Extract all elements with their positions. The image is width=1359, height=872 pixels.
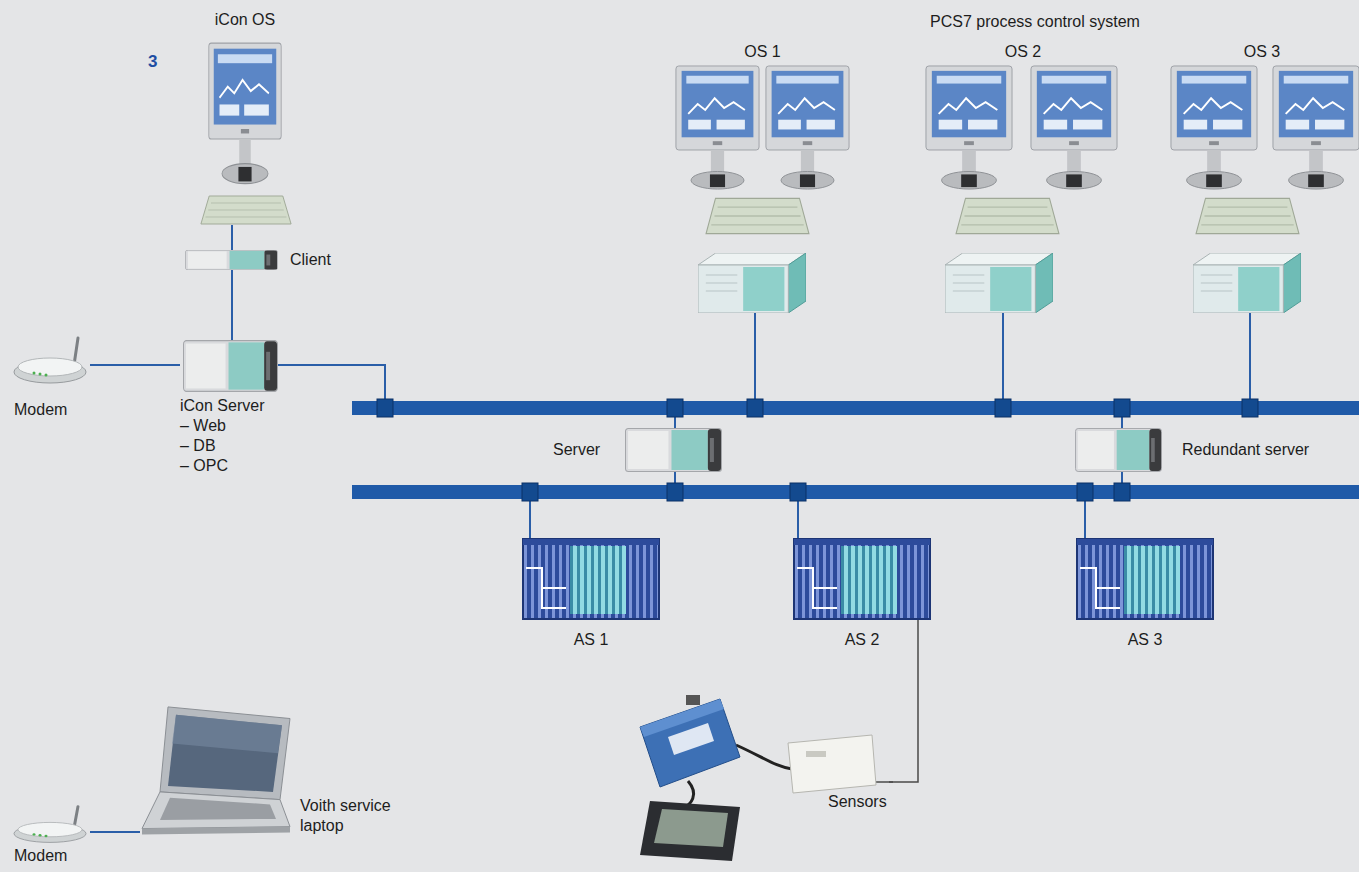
keyboard-icon: [706, 198, 809, 233]
pc-icon: [945, 253, 1053, 313]
monitor-icon: [1171, 66, 1257, 189]
server: Server: [548, 428, 724, 472]
modem: Modem: [10, 330, 90, 422]
laptop-icon: [142, 707, 290, 834]
node-label: – Web: [180, 416, 226, 436]
monitor-icon: [766, 66, 849, 189]
node-label: OS 2: [1005, 42, 1041, 62]
monitor-icon: [209, 43, 281, 184]
callout-number: 3: [148, 52, 168, 72]
automation-system: AS 1: [520, 536, 662, 652]
node-label: Modem: [14, 846, 67, 866]
sensors: Sensors: [628, 690, 889, 868]
bus-line: [352, 485, 1359, 499]
rack-icon: [523, 539, 659, 619]
bus-wires: [232, 225, 1250, 538]
rack-icon: [1077, 539, 1213, 619]
keyboard-icon: [201, 196, 291, 224]
operator-station: OS 1: [670, 38, 855, 318]
rack-icon: [794, 539, 930, 619]
system-title: PCS7 process control system: [905, 12, 1165, 32]
node-label: Client: [290, 250, 331, 270]
node-label: iCon Server: [180, 396, 264, 416]
sensors-icon: [640, 695, 876, 861]
monitor-icon: [926, 66, 1012, 189]
server-icon: [183, 341, 277, 392]
node-label: OS 3: [1244, 42, 1280, 62]
node-label: Modem: [14, 400, 67, 420]
modem-icon: [14, 806, 86, 842]
node-label: AS 2: [845, 630, 880, 650]
monitor-icon: [1273, 66, 1359, 189]
pc-icon: [698, 253, 806, 313]
bus-line: [352, 401, 1359, 415]
client-icon: [185, 250, 277, 270]
connector-line: [231, 274, 233, 338]
operator-station: OS 3: [1165, 38, 1359, 318]
client-pc: Client: [185, 246, 345, 274]
monitor-icon: [1031, 66, 1117, 189]
node-label: – DB: [180, 436, 216, 456]
keyboard-icon: [1196, 198, 1299, 233]
sensor-wire-stubs: [876, 620, 918, 782]
node-label: AS 1: [574, 630, 609, 650]
label-holder: 3: [148, 52, 168, 72]
connector-line: [889, 652, 918, 782]
server-icon: [1075, 429, 1161, 472]
keyboard-icon: [956, 198, 1059, 233]
node-label: iCon OS: [215, 10, 275, 30]
icon-server: iCon Server– Web– DB– OPC: [180, 338, 300, 498]
node-label: OS 1: [744, 42, 780, 62]
node-label: Server: [553, 440, 600, 460]
node-label: Voith service laptop: [300, 796, 400, 836]
redundant-server: Redundant server: [1075, 428, 1335, 472]
label-holder: PCS7 process control system: [905, 12, 1165, 32]
node-label: Redundant server: [1182, 440, 1309, 460]
connector-line: [231, 230, 233, 246]
operator-station: OS 2: [918, 38, 1128, 318]
service-laptop: Voith service laptop: [140, 700, 402, 850]
node-label: – OPC: [180, 456, 228, 476]
bus-taps: [377, 399, 1258, 501]
workstation-node: iCon OS: [185, 8, 305, 230]
pc-icon: [1193, 253, 1301, 313]
automation-system: AS 3: [1073, 536, 1217, 652]
server-icon: [626, 429, 722, 472]
connector-line: [90, 364, 180, 366]
node-label: AS 3: [1128, 630, 1163, 650]
modem-icon: [14, 338, 86, 383]
monitor-icon: [676, 66, 759, 189]
automation-system: AS 2: [791, 536, 933, 652]
node-label: Sensors: [828, 792, 887, 812]
modem: Modem: [10, 800, 90, 866]
connector-line: [90, 831, 140, 833]
